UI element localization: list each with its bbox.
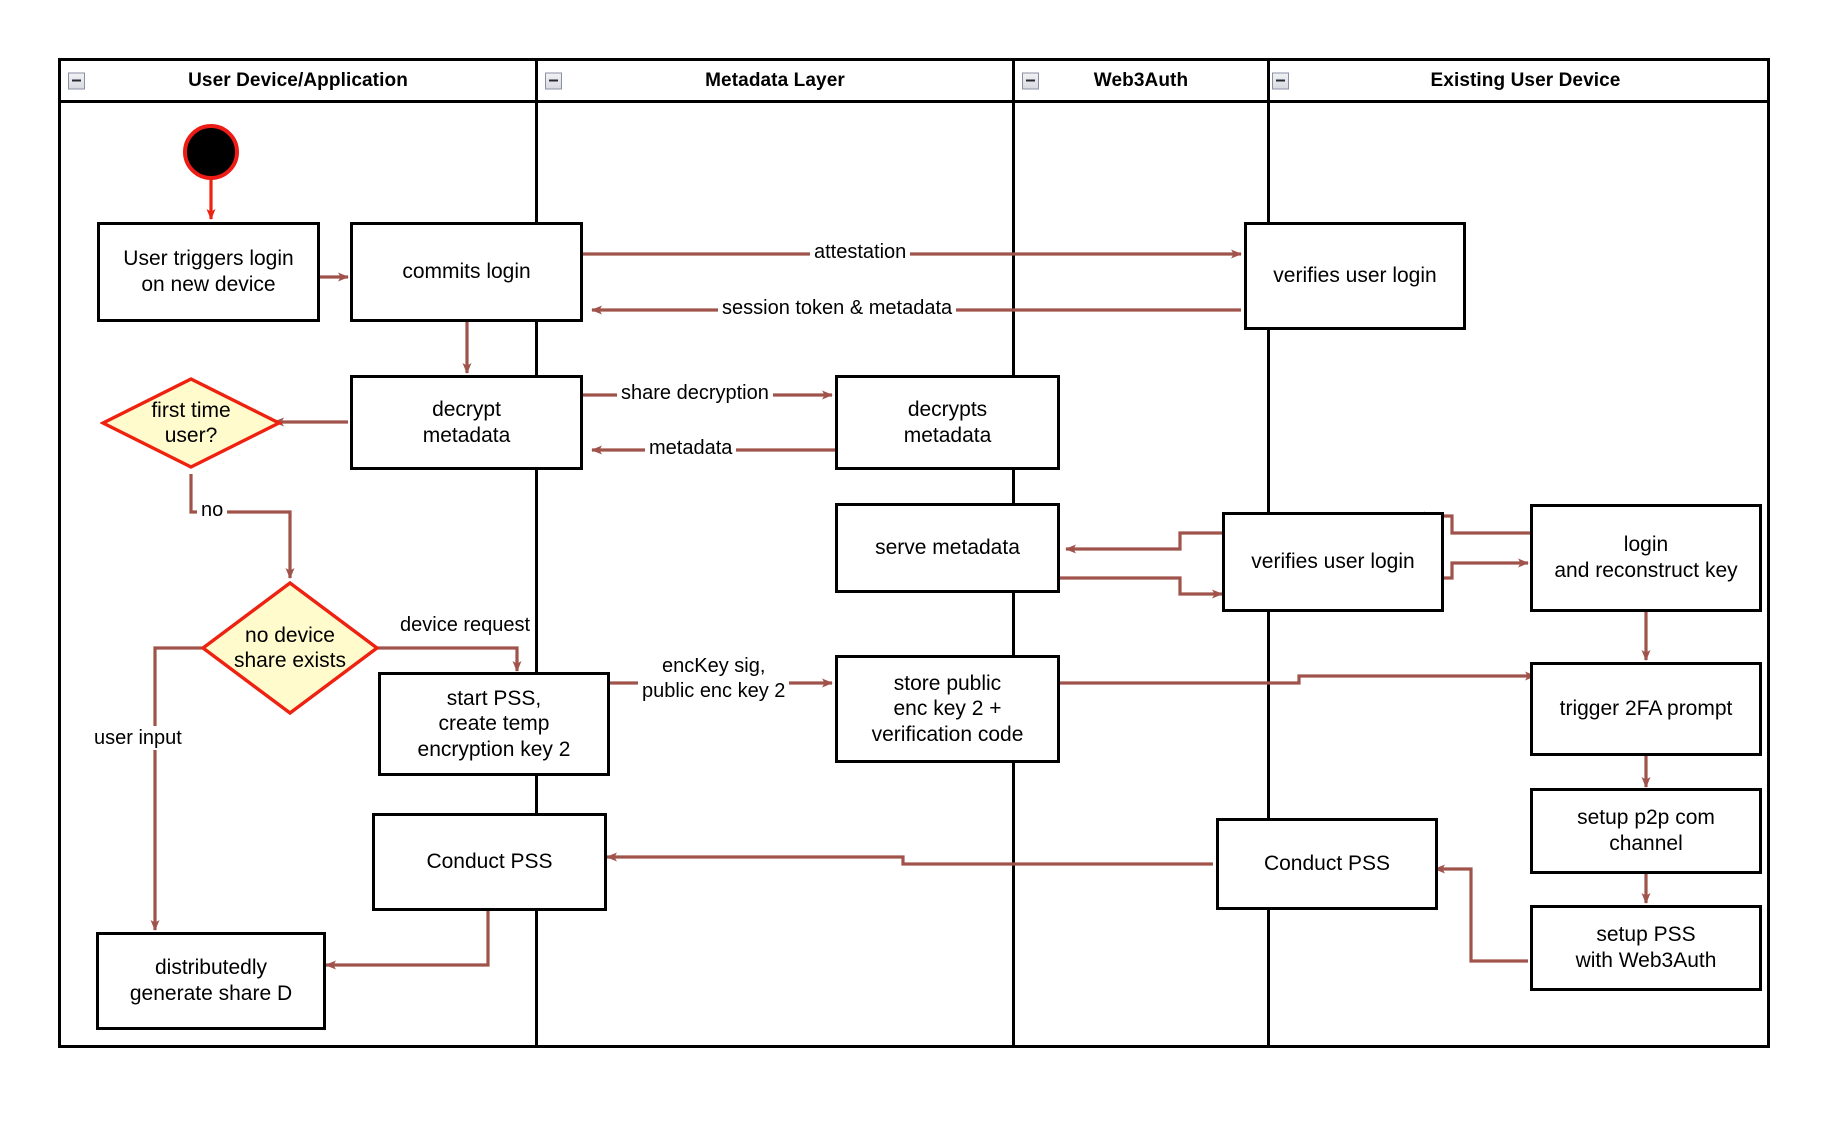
edge-label-attestation: attestation [810,240,911,264]
edge-label-user-input: user input [90,726,186,750]
lane-title-existing-user-device: Existing User Device [1430,69,1621,91]
lane-title-metadata-layer: Metadata Layer [705,69,845,91]
node-setup-pss-web3auth[interactable]: setup PSS with Web3Auth [1530,905,1762,991]
collapse-minus-icon[interactable] [545,72,562,89]
node-decrypt-metadata[interactable]: decrypt metadata [350,375,583,470]
node-trigger-2fa[interactable]: trigger 2FA prompt [1530,662,1762,756]
lane-header-metadata-layer: Metadata Layer [538,61,1012,103]
node-setup-p2p[interactable]: setup p2p com channel [1530,788,1762,874]
node-serve-metadata[interactable]: serve metadata [835,503,1060,593]
node-conduct-pss-user[interactable]: Conduct PSS [372,813,607,911]
swimlane-user-device: User Device/Application [61,61,538,1045]
edge-label-session-token: session token & metadata [718,296,957,320]
node-user-triggers-login[interactable]: User triggers login on new device [97,222,320,322]
lane-header-web3auth: Web3Auth [1015,61,1267,103]
edge-label-no: no [197,498,228,522]
edge-label-share-decryption: share decryption [617,381,773,405]
collapse-minus-icon[interactable] [1022,72,1039,89]
node-decrypts-metadata[interactable]: decrypts metadata [835,375,1060,470]
lane-header-existing-user-device: Existing User Device [1270,61,1767,103]
lane-title-user-device: User Device/Application [188,69,408,91]
node-verifies-login-2[interactable]: verifies user login [1222,512,1444,612]
edge-label-device-request: device request [396,613,535,637]
edge-label-metadata: metadata [645,436,737,460]
node-commits-login[interactable]: commits login [350,222,583,322]
decision-no-device-share[interactable]: no device share exists [200,580,380,716]
swimlane-existing-user-device: Existing User Device [1270,61,1767,1045]
node-login-reconstruct[interactable]: login and reconstruct key [1530,504,1762,612]
node-conduct-pss-web3auth[interactable]: Conduct PSS [1216,818,1438,910]
collapse-minus-icon[interactable] [1272,72,1289,89]
edge-label-enckey-sig: encKey sig, public enc key 2 [638,654,790,704]
lane-title-web3auth: Web3Auth [1093,69,1189,91]
lane-header-user-device: User Device/Application [61,61,535,103]
decision-first-time-user[interactable]: first time user? [100,376,282,470]
node-start-pss[interactable]: start PSS, create temp encryption key 2 [378,672,610,776]
collapse-minus-icon[interactable] [68,72,85,89]
node-verifies-login-1[interactable]: verifies user login [1244,222,1466,330]
node-generate-share-d[interactable]: distributedly generate share D [96,932,326,1030]
node-store-public-key[interactable]: store public enc key 2 + verification co… [835,655,1060,763]
start-node[interactable] [183,124,239,180]
swimlane-pool: User Device/Application Metadata Layer W… [58,58,1770,1048]
